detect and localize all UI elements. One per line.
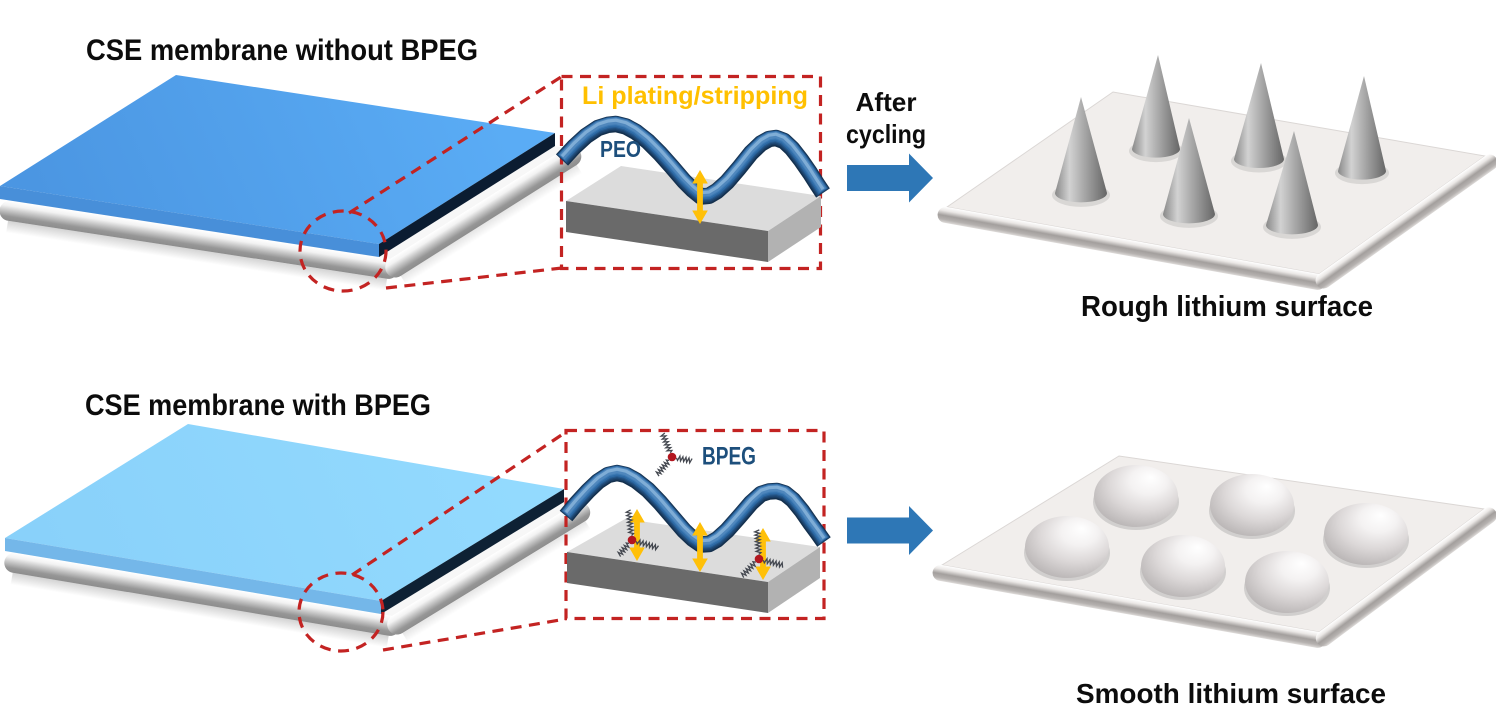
svg-text:After: After bbox=[856, 87, 917, 117]
svg-text:Rough lithium surface: Rough lithium surface bbox=[1081, 291, 1373, 323]
svg-text:CSE membrane without BPEG: CSE membrane without BPEG bbox=[86, 34, 478, 67]
svg-text:cycling: cycling bbox=[846, 119, 926, 149]
svg-text:PEO: PEO bbox=[600, 136, 641, 162]
svg-text:CSE membrane with BPEG: CSE membrane with BPEG bbox=[85, 389, 431, 422]
svg-text:Li plating/stripping: Li plating/stripping bbox=[582, 82, 808, 110]
svg-text:BPEG: BPEG bbox=[702, 443, 756, 471]
svg-text:Smooth lithium surface: Smooth lithium surface bbox=[1076, 678, 1386, 709]
